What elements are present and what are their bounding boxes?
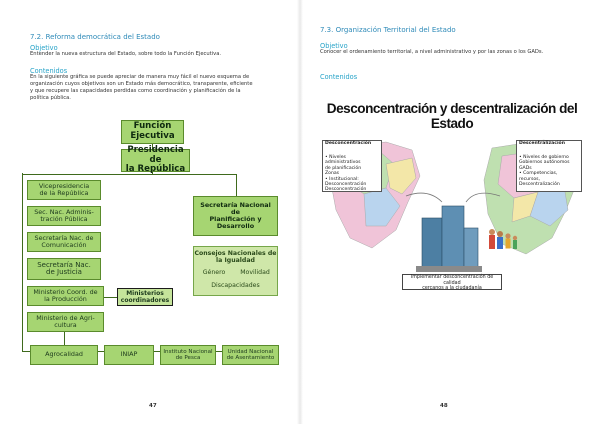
bubble-line: Zonas — [325, 171, 340, 177]
section-title-7-3: 7.3. Organización Territorial del Estado — [320, 26, 456, 34]
connector — [152, 171, 153, 175]
box-line: Presidencia de — [127, 145, 184, 165]
objective-heading: Objetivo — [30, 44, 58, 52]
consejo-genero: Género — [202, 269, 226, 276]
descentralizacion-list: • Niveles de gobierno Gobiernos autónomo… — [519, 155, 581, 187]
connector — [22, 173, 23, 351]
box-line: cultura — [54, 321, 77, 329]
contents-line: organización cuyos objetivos son un Esta… — [30, 80, 253, 87]
box-line: Planificación y — [209, 215, 262, 223]
bubble-line: • Niveles de gobierno — [519, 155, 569, 160]
book-gutter — [297, 0, 303, 424]
consejos-igualdad-panel — [193, 246, 278, 296]
connector — [64, 331, 65, 345]
citizens-group — [489, 229, 518, 249]
connector — [22, 174, 152, 175]
box-line: Ministerios — [126, 289, 164, 297]
consejo-discapacidades: Discapacidades — [211, 282, 260, 289]
figure-title: Desconcentración y descentralización del… — [326, 101, 578, 131]
consejo-movilidad: Movilidad — [240, 269, 270, 276]
agrocalidad-box: Agrocalidad — [30, 345, 98, 365]
box-line: de Asentamiento — [226, 355, 275, 361]
box-line: Desarrollo — [216, 222, 255, 231]
box-line: Secretaría Nac. — [37, 260, 91, 269]
bubble-line: • Competencias, — [519, 171, 558, 177]
connector — [152, 143, 153, 149]
contents-paragraph: En la siguiente gráfica se puede aprecia… — [30, 74, 282, 102]
objective-heading: Objetivo — [320, 42, 348, 50]
box-line: Agrocalidad — [45, 350, 83, 359]
right-page: 7.3. Organización Territorial del Estado… — [300, 0, 600, 424]
sec-administracion-box: Sec. Nac. Adminis-tración Pública — [27, 206, 101, 226]
bubble-line: recursos, — [519, 176, 540, 182]
connector — [104, 297, 117, 298]
iniap-box: INIAP — [104, 345, 154, 365]
sec-justicia-box: Secretaría Nac.de Justicia — [27, 258, 101, 280]
contents-line: política pública. — [30, 94, 71, 101]
desconcentracion-list: • Niveles administrativos de planificaci… — [325, 155, 381, 193]
box-line: la Producción — [44, 295, 87, 303]
box-line: Ministerio de Agri- — [36, 313, 95, 322]
box-line: Ejecutiva — [130, 131, 175, 141]
objective-text: Entender la nueva estructura del Estado,… — [30, 51, 222, 57]
box-line: Instituto Nacional — [163, 348, 213, 355]
contents-line: y que recupere las capacidades perdidas … — [30, 87, 241, 94]
box-line: INIAP — [120, 350, 138, 359]
descentralizacion-heading: Descentralización — [519, 141, 565, 146]
box-line: Vicepresidencia — [38, 181, 90, 190]
section-title-7-2: 7.2. Reforma democrática del Estado — [30, 33, 160, 41]
contents-line: En la siguiente gráfica se puede aprecia… — [30, 74, 250, 80]
bubble-line: Descentralización — [519, 182, 560, 188]
contents-heading: Contenidos — [30, 67, 68, 75]
bubble-line: • Niveles administrativos — [325, 155, 361, 166]
ribbon-line: Implementar desconcentración de calidad — [410, 275, 494, 286]
connector — [236, 174, 237, 196]
desconcentracion-bubble — [322, 140, 382, 192]
government-buildings — [416, 205, 482, 272]
box-line: Sec. Nac. Adminis- — [34, 207, 94, 216]
box-line: de Justicia — [46, 268, 82, 276]
bubble-line: de planificación — [325, 165, 362, 171]
ministerio-agricultura-box: Ministerio de Agri-cultura — [27, 312, 104, 332]
descentralizacion-bubble — [516, 140, 582, 192]
territorial-figure: Desconcentración y descentralización del… — [316, 98, 588, 304]
page-number-47: 47 — [149, 403, 157, 409]
bubble-line: Desconcentración — [325, 182, 367, 188]
box-line: la República — [125, 164, 186, 175]
left-page: 7.2. Reforma democrática del Estado Obje… — [22, 33, 282, 409]
desconcentracion-heading: Desconcentración — [325, 141, 372, 146]
box-line: Unidad Nacional — [227, 348, 274, 355]
bubble-line: Desconcentración — [325, 187, 367, 193]
box-line: Secretaría Nacional de — [200, 200, 271, 216]
ribbon-line: cercanos a la ciudadanía — [422, 286, 482, 292]
contents-heading: Contenidos — [320, 73, 358, 81]
box-line: de Pesca — [175, 355, 201, 361]
box-line: Secretaría Nac. de — [34, 233, 94, 242]
page-number-48: 48 — [440, 403, 448, 409]
consejos-title: Consejos Nacionales de la Igualdad — [193, 250, 278, 264]
bubble-line: • Institucional: — [325, 176, 359, 182]
panel-line: la Igualdad — [216, 257, 255, 264]
box-line: Ministerio Coord. de — [33, 287, 98, 296]
box-line: de la República — [39, 189, 89, 197]
bubble-line: Gobiernos autónomos — [519, 160, 570, 166]
box-line: Comunicación — [41, 241, 87, 249]
connector — [152, 174, 236, 175]
ribbon-caption: Implementar desconcentración de calidad … — [402, 274, 502, 292]
bubble-line: GADs — [519, 165, 532, 171]
box-line: tración Pública — [40, 215, 88, 223]
box-line: Función — [133, 121, 172, 132]
objective-text: Conocer el ordenamiento territorial, a n… — [320, 49, 544, 55]
box-line: coordinadores — [120, 297, 170, 304]
panel-line: Consejos Nacionales de — [194, 250, 277, 257]
